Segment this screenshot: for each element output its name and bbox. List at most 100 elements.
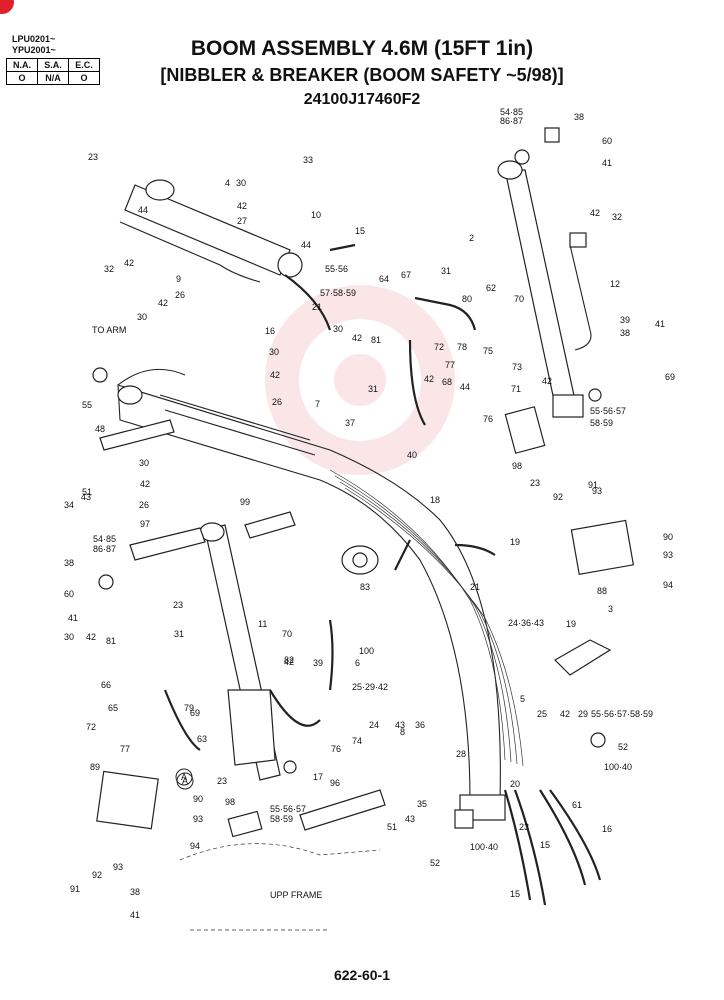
part-callout: 42 — [158, 298, 168, 308]
part-callout: 94 — [190, 841, 200, 851]
part-callout: 96 — [330, 778, 340, 788]
part-callout: 77 — [120, 744, 130, 754]
part-callout: 41 — [602, 158, 612, 168]
part-callout: 30 — [139, 458, 149, 468]
part-callout: 99 — [240, 497, 250, 507]
part-callout: 23 — [519, 822, 529, 832]
part-callout: 90 — [663, 532, 673, 542]
part-callout: 27 — [237, 216, 247, 226]
part-callout: 94 — [663, 580, 673, 590]
part-callout: 72 — [86, 722, 96, 732]
part-callout: 69 — [665, 372, 675, 382]
part-callout: 30 — [269, 347, 279, 357]
part-callout: 62 — [486, 283, 496, 293]
arm-cylinder — [199, 522, 321, 781]
part-number: 24100J17460F2 — [303, 91, 421, 108]
part-callout: 42 — [590, 208, 600, 218]
part-callout: 21 — [470, 582, 480, 592]
part-callout: 98 — [512, 461, 522, 471]
serial-range-1: LPU0201~ — [12, 34, 56, 44]
part-callout: 19 — [566, 619, 576, 629]
part-callout: 30 — [64, 632, 74, 642]
reference-marker-circle — [175, 768, 193, 786]
part-callout: 44 — [301, 240, 311, 250]
part-callout: 77 — [445, 360, 455, 370]
part-callout: 42 — [424, 374, 434, 384]
part-callout: 38 — [620, 328, 630, 338]
part-callout: 24·36·43 — [508, 618, 544, 628]
part-callout: 81 — [371, 335, 381, 345]
part-callout: 38 — [64, 558, 74, 568]
part-callout: 93 — [663, 550, 673, 560]
part-callout: 42 — [270, 370, 280, 380]
part-callout: 70 — [514, 294, 524, 304]
part-callout: 58·59 — [590, 418, 613, 428]
callout-labels: 23433304210274415449324255·5657·58·59211… — [64, 107, 675, 920]
part-callout: 33 — [303, 155, 313, 165]
part-callout: 74 — [352, 736, 362, 746]
part-callout: 41 — [655, 319, 665, 329]
part-callout: 24 — [369, 720, 379, 730]
part-callout: 38 — [130, 887, 140, 897]
availability-table: N.A. S.A. E.C. O N/A O — [6, 58, 100, 85]
part-callout: 34 — [64, 500, 74, 510]
page-number: 622-60-1 — [333, 967, 391, 983]
part-callout: 97 — [140, 519, 150, 529]
serial-range-2: YPU2001~ — [12, 45, 56, 55]
part-callout: 40 — [407, 450, 417, 460]
part-callout: 90 — [193, 794, 203, 804]
part-callout: 93 — [113, 862, 123, 872]
part-callout: 21 — [312, 302, 322, 312]
part-callout: 23 — [173, 600, 183, 610]
page-subtitle: [NIBBLER & BREAKER (BOOM SAFETY ~5/98)] — [160, 65, 564, 85]
part-callout: 39 — [313, 658, 323, 668]
part-callout: 9 — [176, 274, 181, 284]
reference-marker-a: A — [182, 776, 188, 786]
part-callout: 43 — [405, 814, 415, 824]
part-callout: 52 — [618, 742, 628, 752]
part-callout: 92 — [92, 870, 102, 880]
part-callout: 55·56·57 — [590, 406, 626, 416]
part-callout: 37 — [345, 418, 355, 428]
part-callout: 31 — [174, 629, 184, 639]
part-callout: 79 — [184, 703, 194, 713]
part-callout: 57·58·59 — [320, 288, 356, 298]
part-callout: 78 — [457, 342, 467, 352]
part-callout: 93 — [592, 486, 602, 496]
part-callout: 82 — [284, 655, 294, 665]
part-callout: 83 — [360, 582, 370, 592]
part-callout: 11 — [258, 619, 267, 629]
part-callout: 76 — [331, 744, 341, 754]
part-callout: 6 — [355, 658, 360, 668]
part-callout: 75 — [483, 346, 493, 356]
hoses — [163, 243, 602, 906]
part-callout: 19 — [510, 537, 520, 547]
part-callout: 38 — [574, 112, 584, 122]
part-callout: 69 — [190, 708, 200, 718]
part-callout: 41 — [130, 910, 140, 920]
part-callout: 93 — [193, 814, 203, 824]
part-callout: 86·87 — [93, 544, 116, 554]
part-callout: 36 — [415, 720, 425, 730]
part-callout: 4 — [225, 178, 230, 188]
part-callout: 8 — [400, 727, 405, 737]
part-callout: 52 — [430, 858, 440, 868]
part-callout: 44 — [138, 205, 148, 215]
part-callout: 20 — [510, 779, 520, 789]
part-callout: 30 — [137, 312, 147, 322]
part-callout: 31 — [368, 384, 378, 394]
part-callout: 2 — [469, 233, 474, 243]
reference-marker-a: A — [181, 772, 187, 782]
part-callout: 39 — [620, 315, 630, 325]
part-callout: 26 — [175, 290, 185, 300]
part-callout: 16 — [602, 824, 612, 834]
part-callout: 7 — [315, 399, 320, 409]
part-callout: 66 — [101, 680, 111, 690]
part-callout: 72 — [434, 342, 444, 352]
part-callout: UPP FRAME — [270, 890, 322, 900]
part-callout: 60 — [602, 136, 612, 146]
part-callout: 26 — [139, 500, 149, 510]
part-callout: 23 — [217, 776, 227, 786]
upper-frame — [179, 843, 381, 931]
